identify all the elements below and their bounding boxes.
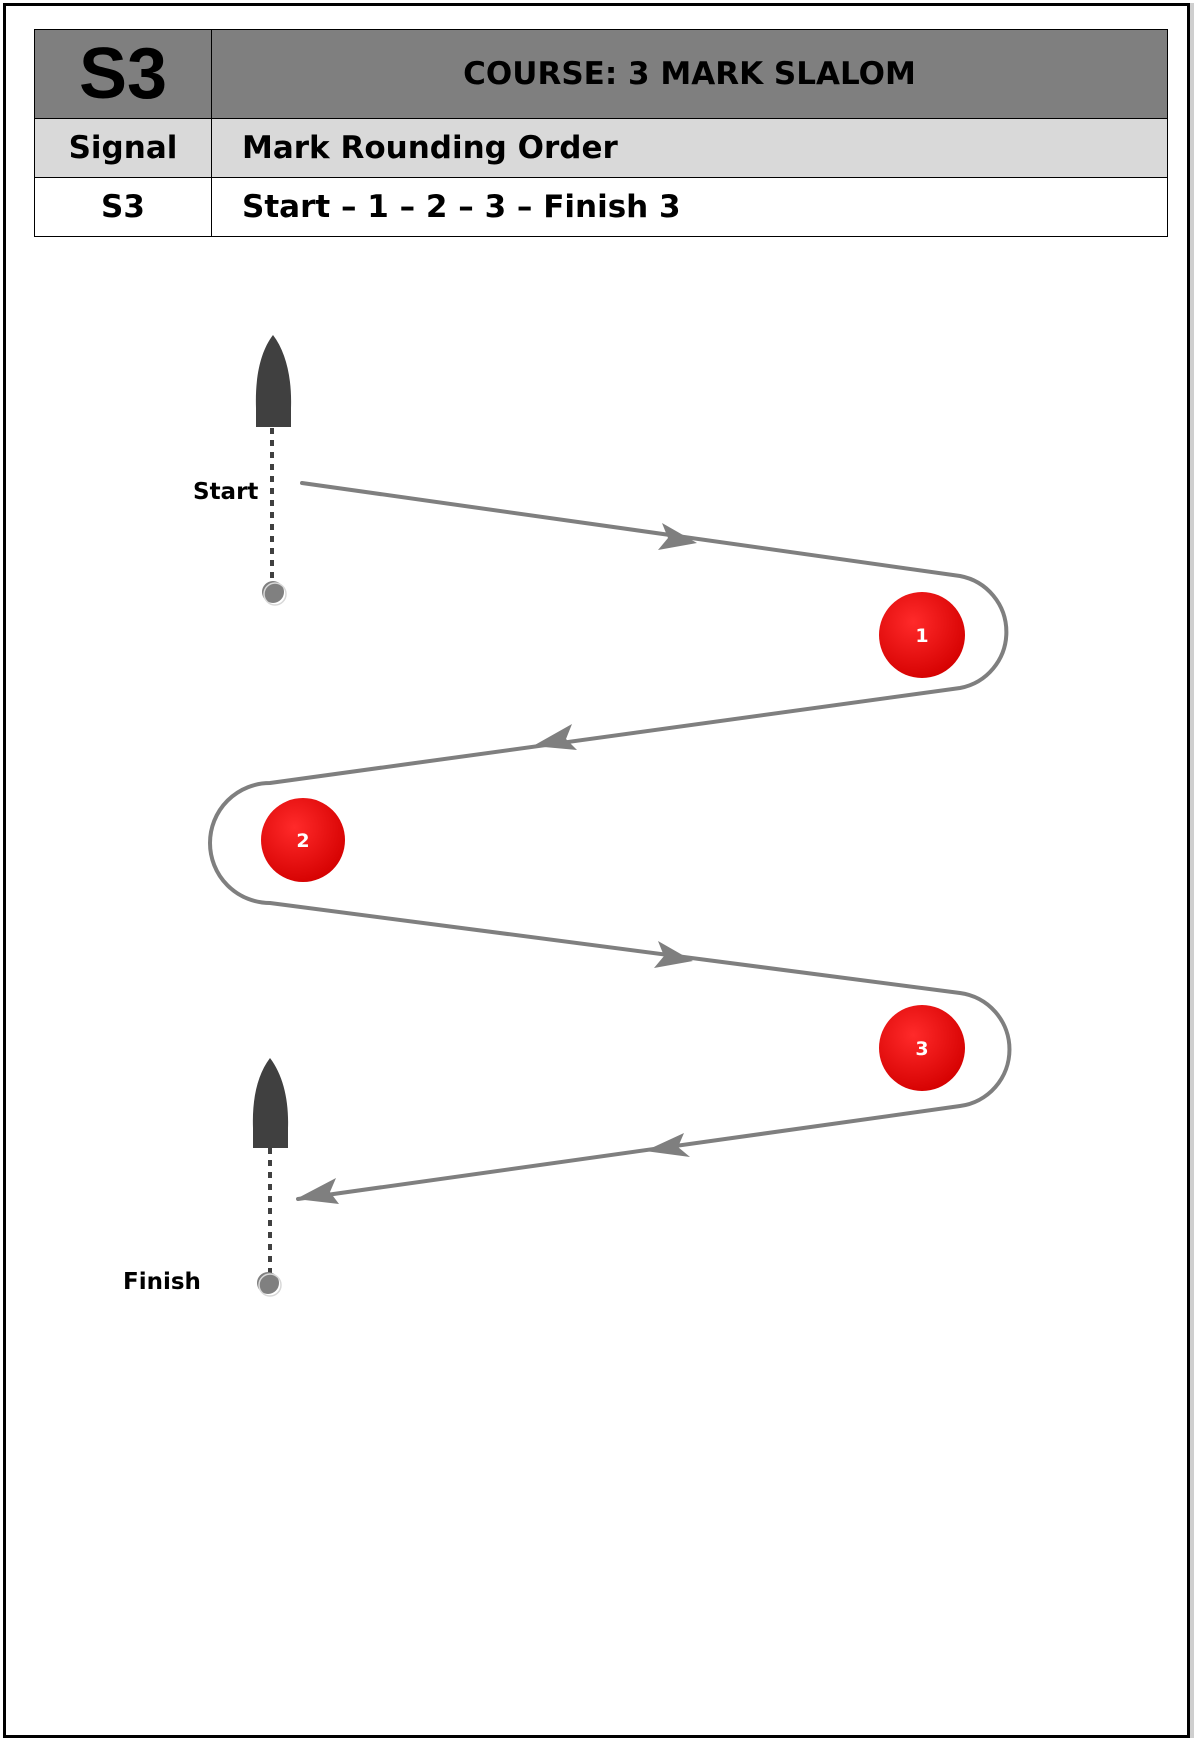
direction-arrow-finish	[296, 1178, 339, 1204]
mark-3-label: 3	[915, 1038, 928, 1060]
mark-2: 2	[261, 798, 345, 882]
mark-1: 1	[879, 592, 965, 678]
direction-arrow-3	[654, 941, 693, 968]
course-path	[208, 481, 1012, 1201]
mark-1-label: 1	[915, 625, 928, 647]
rounding-order-column-header: Mark Rounding Order	[211, 118, 1168, 178]
finish-pin-shadow	[258, 1273, 282, 1297]
direction-arrow-4	[645, 1133, 690, 1157]
finish-boat-icon	[252, 1058, 289, 1148]
mark-3: 3	[879, 1005, 965, 1091]
start-label: Start	[193, 479, 258, 505]
start-boat-icon	[255, 335, 292, 427]
direction-arrow-1	[658, 523, 697, 550]
page-frame	[3, 3, 1190, 1738]
course-header-table: S3 COURSE: 3 MARK SLALOM Signal Mark Rou…	[34, 29, 1168, 237]
course-code: S3	[34, 29, 212, 119]
course-title: COURSE: 3 MARK SLALOM	[211, 29, 1168, 119]
direction-arrow-2	[533, 724, 577, 750]
start-pin-shadow	[263, 582, 287, 606]
finish-label: Finish	[123, 1269, 201, 1295]
signal-value: S3	[34, 177, 212, 237]
mark-2-label: 2	[296, 830, 309, 852]
rounding-order-value: Start – 1 – 2 – 3 – Finish 3	[211, 177, 1168, 237]
